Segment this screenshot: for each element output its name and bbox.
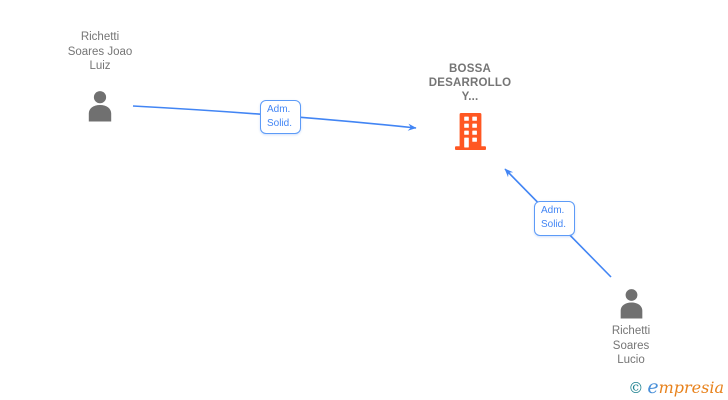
person-name-line: Luiz (89, 60, 111, 72)
brand-text: mpresia (658, 378, 724, 397)
edge-label-line: Solid. (267, 118, 293, 130)
company-name-line: DESARROLLO (428, 77, 512, 89)
node-person-richetti-soares-joao-luiz[interactable]: Richetti Soares Joao Luiz (35, 30, 165, 122)
person-name-label: Richetti Soares Lucio (581, 324, 681, 368)
company-name-line: Y... (461, 91, 479, 103)
empresia-logo[interactable]: ©empresia (628, 376, 724, 398)
node-person-richetti-soares-lucio[interactable]: Richetti Soares Lucio (581, 286, 681, 368)
copyright-icon: © (628, 379, 644, 397)
brand-initial: e (647, 376, 659, 398)
edge-label-line: Adm. (267, 104, 291, 115)
edge-label-adm-solid-1: Adm. Solid. (260, 100, 301, 134)
person-icon (620, 289, 642, 319)
building-icon (454, 113, 486, 150)
edge-label-line: Adm. (541, 205, 565, 216)
person-name-line: Richetti (611, 325, 651, 337)
person-name-line: Soares Joao (67, 45, 133, 58)
person-name-line: Richetti (80, 31, 120, 43)
edge-label-line: Solid. (541, 219, 567, 231)
person-name-label: Richetti Soares Joao Luiz (35, 30, 165, 74)
edge-label-adm-solid-2: Adm. Solid. (534, 201, 575, 236)
person-icon (88, 90, 112, 121)
person-name-line: Soares (612, 339, 650, 352)
company-name-label: BOSSA DESARROLLO Y... (410, 62, 530, 104)
person-name-line: Lucio (617, 354, 645, 366)
node-company-bossa-desarrollo[interactable]: BOSSA DESARROLLO Y... (410, 62, 530, 150)
company-name-line: BOSSA (449, 63, 491, 75)
